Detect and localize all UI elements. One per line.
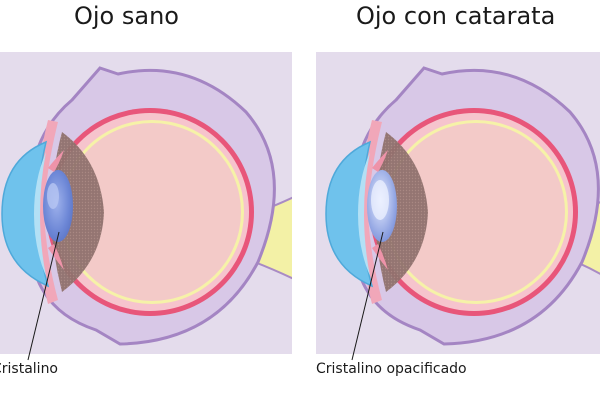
lens-shadow-region (374, 132, 428, 292)
vitreous-body (63, 123, 241, 301)
lens-label: Cristalino (0, 361, 59, 377)
healthy-eye-panel (0, 52, 292, 354)
iris-lower (372, 244, 388, 270)
iris-upper (48, 150, 64, 172)
vitreous-body (387, 123, 565, 301)
cataract-eye-title: Ojo con catarata (356, 2, 556, 30)
iris-upper (372, 150, 388, 172)
aqueous-humor (34, 152, 46, 276)
cloudy-lens-label: Cristalino opacificado (316, 361, 467, 377)
healthy-eye-title: Ojo sano (74, 2, 179, 30)
cloudy-lens-opacity (371, 180, 389, 220)
cloudy-lens-callout-line (351, 231, 384, 361)
lens-highlight (47, 183, 59, 209)
cataract-eye-panel (316, 52, 600, 354)
lens-shadow-region (50, 132, 104, 292)
aqueous-humor (358, 152, 370, 276)
iris-lower (48, 244, 64, 270)
lens-callout-line (27, 231, 60, 361)
lens (43, 170, 73, 242)
